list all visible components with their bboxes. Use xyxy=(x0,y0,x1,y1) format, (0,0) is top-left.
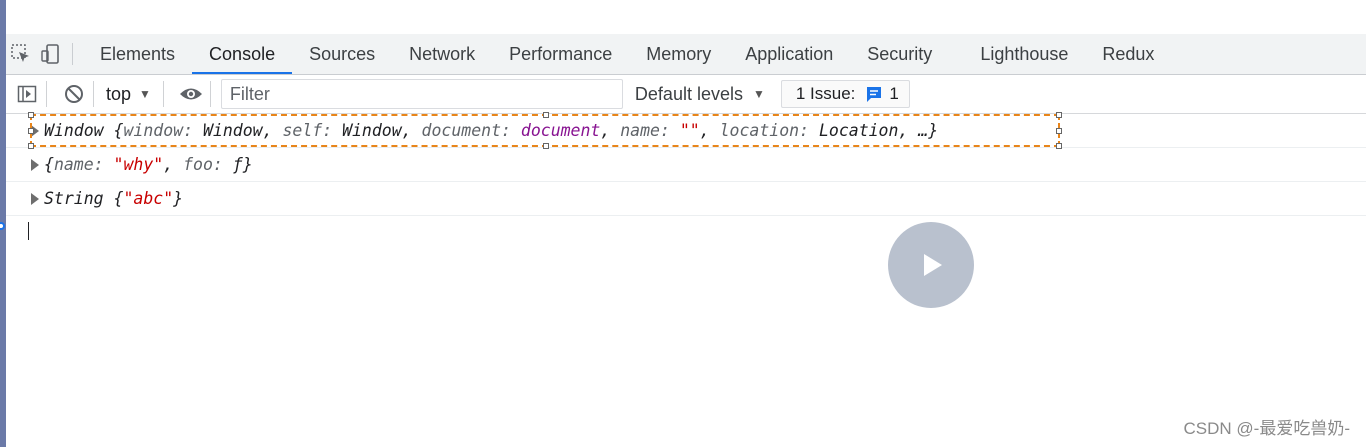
context-selector[interactable]: top ▼ xyxy=(100,84,157,105)
inspect-element-icon[interactable] xyxy=(6,34,36,74)
tab-lighthouse[interactable]: Lighthouse xyxy=(980,43,1069,64)
message-token: } xyxy=(173,189,184,208)
console-message[interactable]: Window {window: Window, self: Window, do… xyxy=(6,112,1366,149)
log-levels-label: Default levels xyxy=(634,83,743,104)
toolbar-separator xyxy=(162,81,164,107)
message-text: {name: "why", foo: ƒ} xyxy=(44,155,253,174)
message-token: document xyxy=(520,121,601,140)
console-prompt[interactable] xyxy=(6,216,1366,246)
devtools-tabbar: Elements Console Sources Network Performance… xyxy=(6,34,1366,75)
text-cursor xyxy=(28,222,29,240)
message-token: Window { xyxy=(44,121,124,140)
toolbar-separator xyxy=(46,81,47,107)
play-button[interactable] xyxy=(888,222,974,308)
tab-network[interactable]: Network xyxy=(409,43,476,64)
console-message[interactable]: String {"abc"} xyxy=(6,182,1366,216)
message-token: location: xyxy=(719,121,819,140)
tab-memory[interactable]: Memory xyxy=(646,43,712,64)
tab-performance[interactable]: Performance xyxy=(509,43,613,64)
message-text: Window {window: Window, self: Window, do… xyxy=(44,121,938,140)
log-levels-dropdown[interactable]: Default levels ▼ xyxy=(635,84,765,105)
watermark: CSDN @-最爱吃兽奶- xyxy=(1183,419,1350,438)
message-token: Window, xyxy=(202,121,283,140)
message-token: foo: xyxy=(183,155,233,174)
toolbar-separator xyxy=(209,81,211,107)
message-token: document: xyxy=(421,121,521,140)
message-token: , xyxy=(600,121,621,140)
toolbar-separator xyxy=(93,81,94,107)
tab-redux[interactable]: Redux xyxy=(1102,43,1155,64)
tab-console[interactable]: Console xyxy=(192,34,293,74)
message-token: , xyxy=(163,155,184,174)
play-icon xyxy=(924,254,942,276)
resize-handle xyxy=(1056,128,1062,134)
console-output: Window {window: Window, self: Window, do… xyxy=(6,112,1366,246)
context-label: top xyxy=(106,83,132,104)
issues-button[interactable]: 1 Issue: 1 xyxy=(780,80,910,108)
expand-triangle-icon[interactable] xyxy=(31,124,39,137)
tabbar-separator xyxy=(72,43,73,65)
clear-console-icon[interactable] xyxy=(61,81,87,107)
message-token: window: xyxy=(123,121,203,140)
message-token: ƒ xyxy=(232,155,243,174)
sidebar-toggle-icon[interactable] xyxy=(14,81,40,107)
expand-triangle-icon[interactable] xyxy=(31,158,39,171)
message-token: "" xyxy=(679,121,700,140)
caret-down-icon: ▼ xyxy=(139,87,151,101)
tab-application[interactable]: Application xyxy=(745,43,834,64)
message-token: , xyxy=(699,121,720,140)
message-token: Window, xyxy=(342,121,422,140)
expand-triangle-icon[interactable] xyxy=(31,192,39,205)
message-token: name: xyxy=(53,155,114,174)
message-token: self: xyxy=(282,121,343,140)
message-token: Location, …} xyxy=(818,121,939,140)
filter-input[interactable] xyxy=(220,79,623,109)
message-token: String { xyxy=(44,189,124,208)
tab-elements[interactable]: Elements xyxy=(100,43,176,64)
message-icon xyxy=(865,85,883,103)
message-token: name: xyxy=(620,121,680,140)
gutter-dot xyxy=(0,222,5,230)
tab-security[interactable]: Security xyxy=(867,43,933,64)
message-token: { xyxy=(44,155,54,174)
tab-sources[interactable]: Sources xyxy=(309,43,376,64)
browser-top-strip xyxy=(6,0,1366,35)
message-token: } xyxy=(242,155,253,174)
eye-icon[interactable] xyxy=(178,81,204,107)
issues-label: 1 Issue: xyxy=(795,84,856,103)
message-token: "abc" xyxy=(123,189,174,208)
tab-list: Elements Console Sources Network Performance… xyxy=(83,34,1171,74)
message-token: "why" xyxy=(113,155,164,174)
device-toolbar-icon[interactable] xyxy=(36,34,66,74)
console-message[interactable]: {name: "why", foo: ƒ} xyxy=(6,148,1366,182)
caret-down-icon: ▼ xyxy=(752,87,765,101)
issues-count: 1 xyxy=(889,84,899,103)
console-toolbar: top ▼ Default levels ▼ 1 Issue: 1 xyxy=(6,75,1366,114)
message-text: String {"abc"} xyxy=(44,189,183,208)
